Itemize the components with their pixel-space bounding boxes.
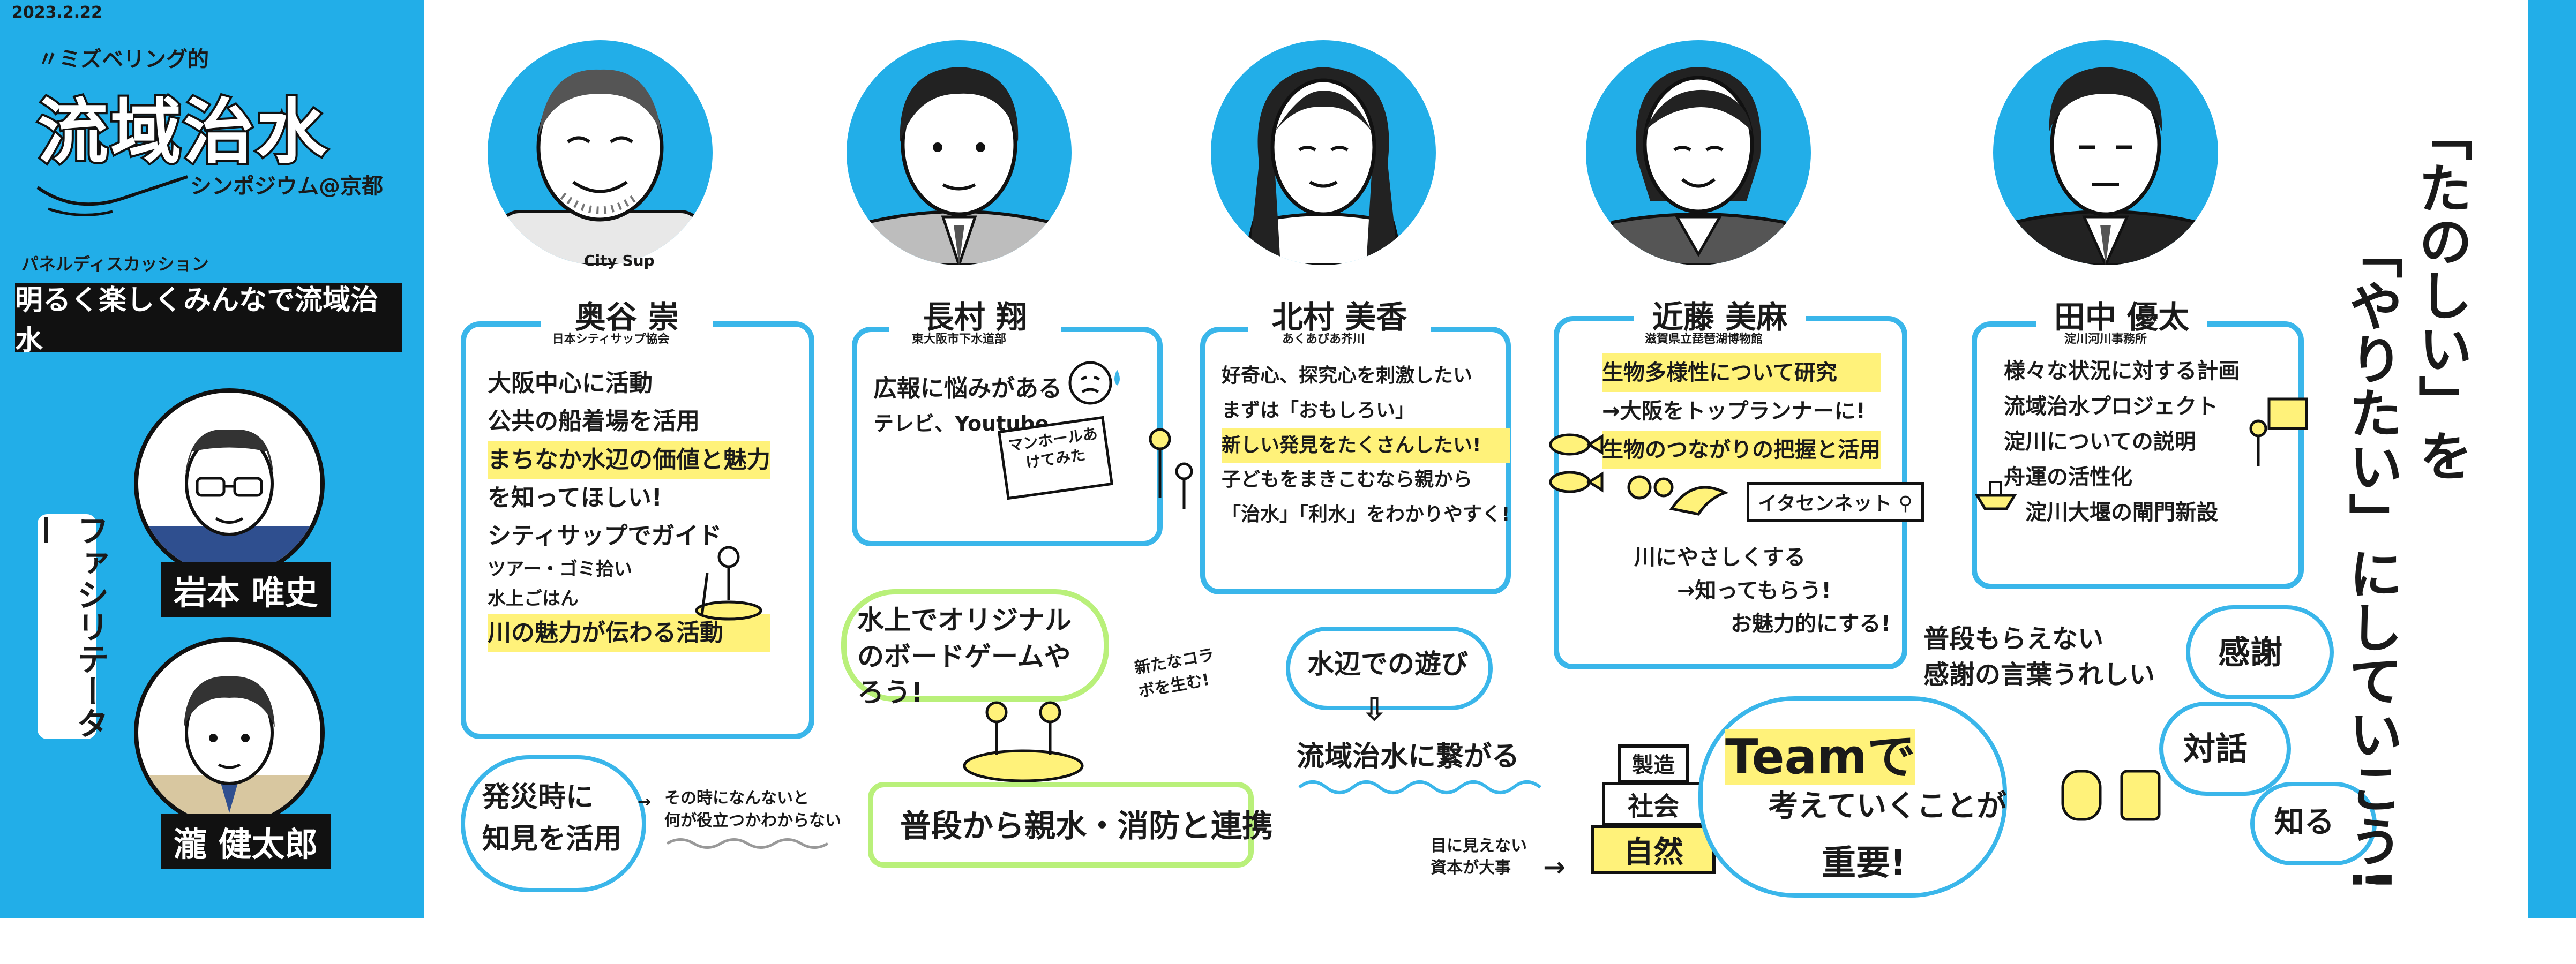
avatar [134,388,325,579]
bubble-know [2250,782,2377,865]
fish-icon [1549,433,1674,500]
boat-icon [1974,481,2017,510]
arrow-down-icon: ⇩ [1361,691,1388,728]
wave-underline [666,838,829,849]
connect-box [868,782,1254,868]
panelist-affiliation: 滋賀県立琵琶湖博物館 [1644,333,1763,346]
arrow-right-icon: → [638,793,652,811]
panelist-notes: 好奇心、探究心を刺激したい まずは「おもしろい」 新しい発見をたくさんしたい! … [1222,365,1510,526]
panelist-notes: 生物多様性について研究 →大阪をトップランナーに! 生物のつながりの把握と活用 [1602,353,1881,469]
panel-discussion-label: パネルディスカッション [21,254,209,274]
team-line-3: 重要! [1822,844,1906,883]
avatar [488,40,713,265]
two-people-icon [2061,770,2161,821]
avatar [1993,40,2218,265]
panelist-notes: 大阪中心に活動 公共の船着場を活用 まちなか水辺の価値と魅力 を知ってほしい! … [488,364,770,652]
waterplay-text: 水辺での遊び [1307,649,1468,680]
panelist-affiliation: 淀川河川事務所 [2064,333,2147,346]
avatar [1586,40,1811,265]
worried-face-icon [1068,361,1120,405]
bubble-thanks [2186,605,2334,699]
boardgame-players-icon [963,701,1084,782]
disaster-side-note: その時になんないと 何が役立つかわからない [664,789,841,830]
facilitator-name: 岩本 唯史 [161,562,331,617]
panelist-name: 奥谷 崇 [541,292,713,337]
manhole-sign: マンホールあけてみた [997,416,1114,500]
closing-line-1: 「たのしい」を [2409,107,2472,482]
pyramid-top: 製造 [1618,744,1689,783]
right-edge-strip [2528,0,2576,918]
pyramid-middle: 社会 [1602,782,1705,826]
avatar [847,40,1072,265]
facilitator-name: 瀧 健太郎 [161,814,331,869]
title-swoosh-icon [36,175,188,216]
closing-line-2: 「やりたい」にしていこう! [2340,225,2402,892]
paddleboard-icon [695,546,762,621]
bubble-dialogue-text: 対話 [2183,730,2248,768]
thanks-note: 普段もらえない 感謝の言葉うれしい [1923,624,2155,690]
panelist-notes: 様々な状況に対する計画 流域治水プロジェクト 淀川についての説明 舟運の活性化 … [2004,359,2240,525]
bubble-know-text: 知る [2274,805,2334,840]
team-title: Teamで [1725,729,1915,785]
panelist-affiliation: 東大阪市下水道部 [911,333,1006,346]
date: 2023.2.22 [12,3,102,22]
series-label: 〃ミズベリング的 [38,47,209,72]
shirt-text: City Sup [584,252,655,269]
avatar [134,637,325,828]
panelist-name: 田中 優太 [2036,292,2207,337]
bubble-thanks-text: 感謝 [2218,634,2282,672]
link-text: 流域治水に繋がる [1297,741,1520,773]
main-title: 流域治水 [35,89,329,176]
bird-icon [1669,486,1729,516]
disaster-bubble [461,755,646,892]
wave-line [1298,780,1541,794]
panelist-affiliation: 日本シティサップ協会 [552,333,670,346]
panelist-affiliation: あくあぴあ芥川 [1282,333,1365,346]
disaster-text: 発災時に 知見を活用 [482,781,622,855]
boardgame-bubble [841,589,1109,702]
search-icon: ⚲ [1898,493,1913,515]
arrow-right-icon: → [1543,852,1566,883]
panelist-name: 北村 美香 [1248,292,1431,337]
boardgame-side-note: 新たなコラボを生む! [1133,645,1216,702]
search-box: イタセンネット ⚲ [1747,482,1924,522]
pyramid-bottom: 自然 [1591,825,1716,874]
bubble-dialogue [2159,702,2291,796]
avatar [1211,40,1436,265]
connect-text: 普段から親水・消防と連携 [900,808,1274,844]
waterplay-bubble [1286,627,1493,710]
parent-child-icon [1149,428,1193,509]
panelist-name: 近藤 美麻 [1634,292,1806,337]
subtitle: シンポジウム@京都 [190,174,383,199]
team-line-2: 考えていくことが [1768,789,2007,824]
theme-box: 明るく楽しくみんなで流域治水 [15,283,402,357]
boardgame-text: 水上でオリジナルのボードゲームやろう! [857,605,1072,708]
facilitator-label: ファシリテーター [25,514,109,739]
panelist-extra-notes: 川にやさしくする →知ってもらう! お魅力的にする! [1634,545,1891,636]
panelist-name: 長村 翔 [889,292,1061,337]
invisible-capital-note: 目に見えない 資本が大事 [1431,837,1527,877]
presenter-icon [2249,397,2308,466]
